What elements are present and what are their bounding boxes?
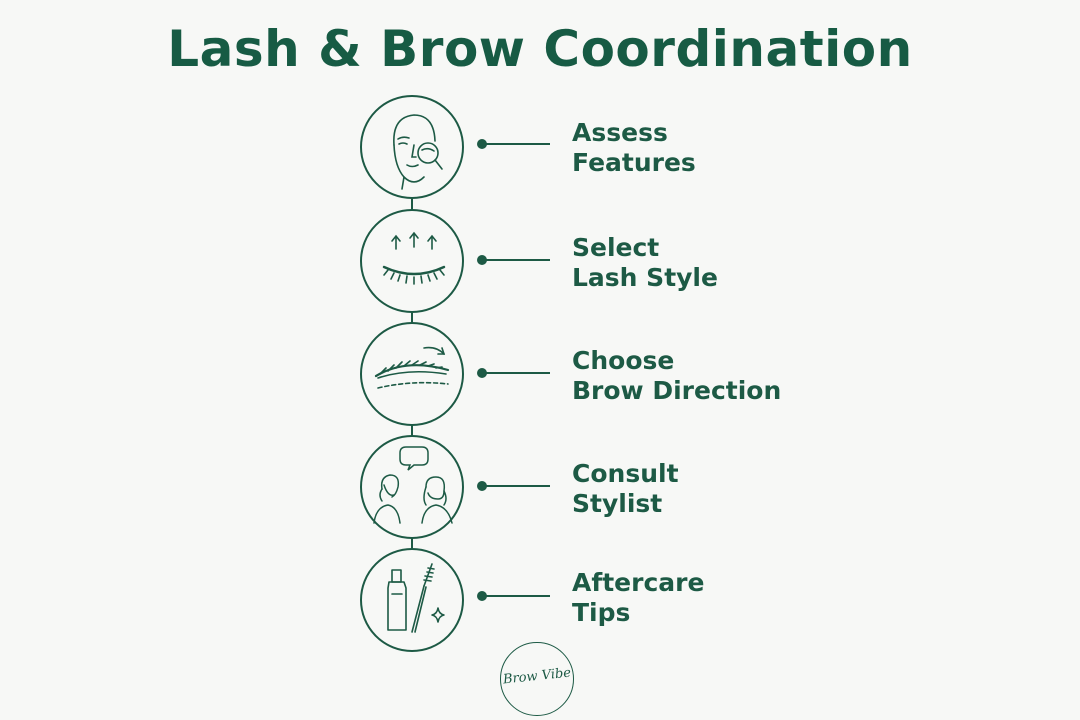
step-dot (477, 139, 487, 149)
step-dot (477, 591, 487, 601)
step-dot (477, 481, 487, 491)
step-connector (411, 425, 413, 439)
step-leader-line (484, 259, 550, 261)
step-leader-line (484, 595, 550, 597)
brand-logo: Brow Vibe (500, 642, 574, 716)
aftercare-products-icon (360, 548, 464, 652)
brow-direction-icon (360, 322, 464, 426)
face-magnifier-icon (360, 95, 464, 199)
step-dot (477, 368, 487, 378)
step-leader-line (484, 485, 550, 487)
brand-logo-text: Brow Vibe (502, 665, 572, 688)
step-connector (411, 312, 413, 326)
lash-lift-icon (360, 209, 464, 313)
step-leader-line (484, 143, 550, 145)
step-connector (411, 199, 413, 213)
page-title: Lash & Brow Coordination (167, 20, 913, 78)
consultation-icon (360, 435, 464, 539)
step-connector (411, 538, 413, 552)
step-dot (477, 255, 487, 265)
step-leader-line (484, 372, 550, 374)
